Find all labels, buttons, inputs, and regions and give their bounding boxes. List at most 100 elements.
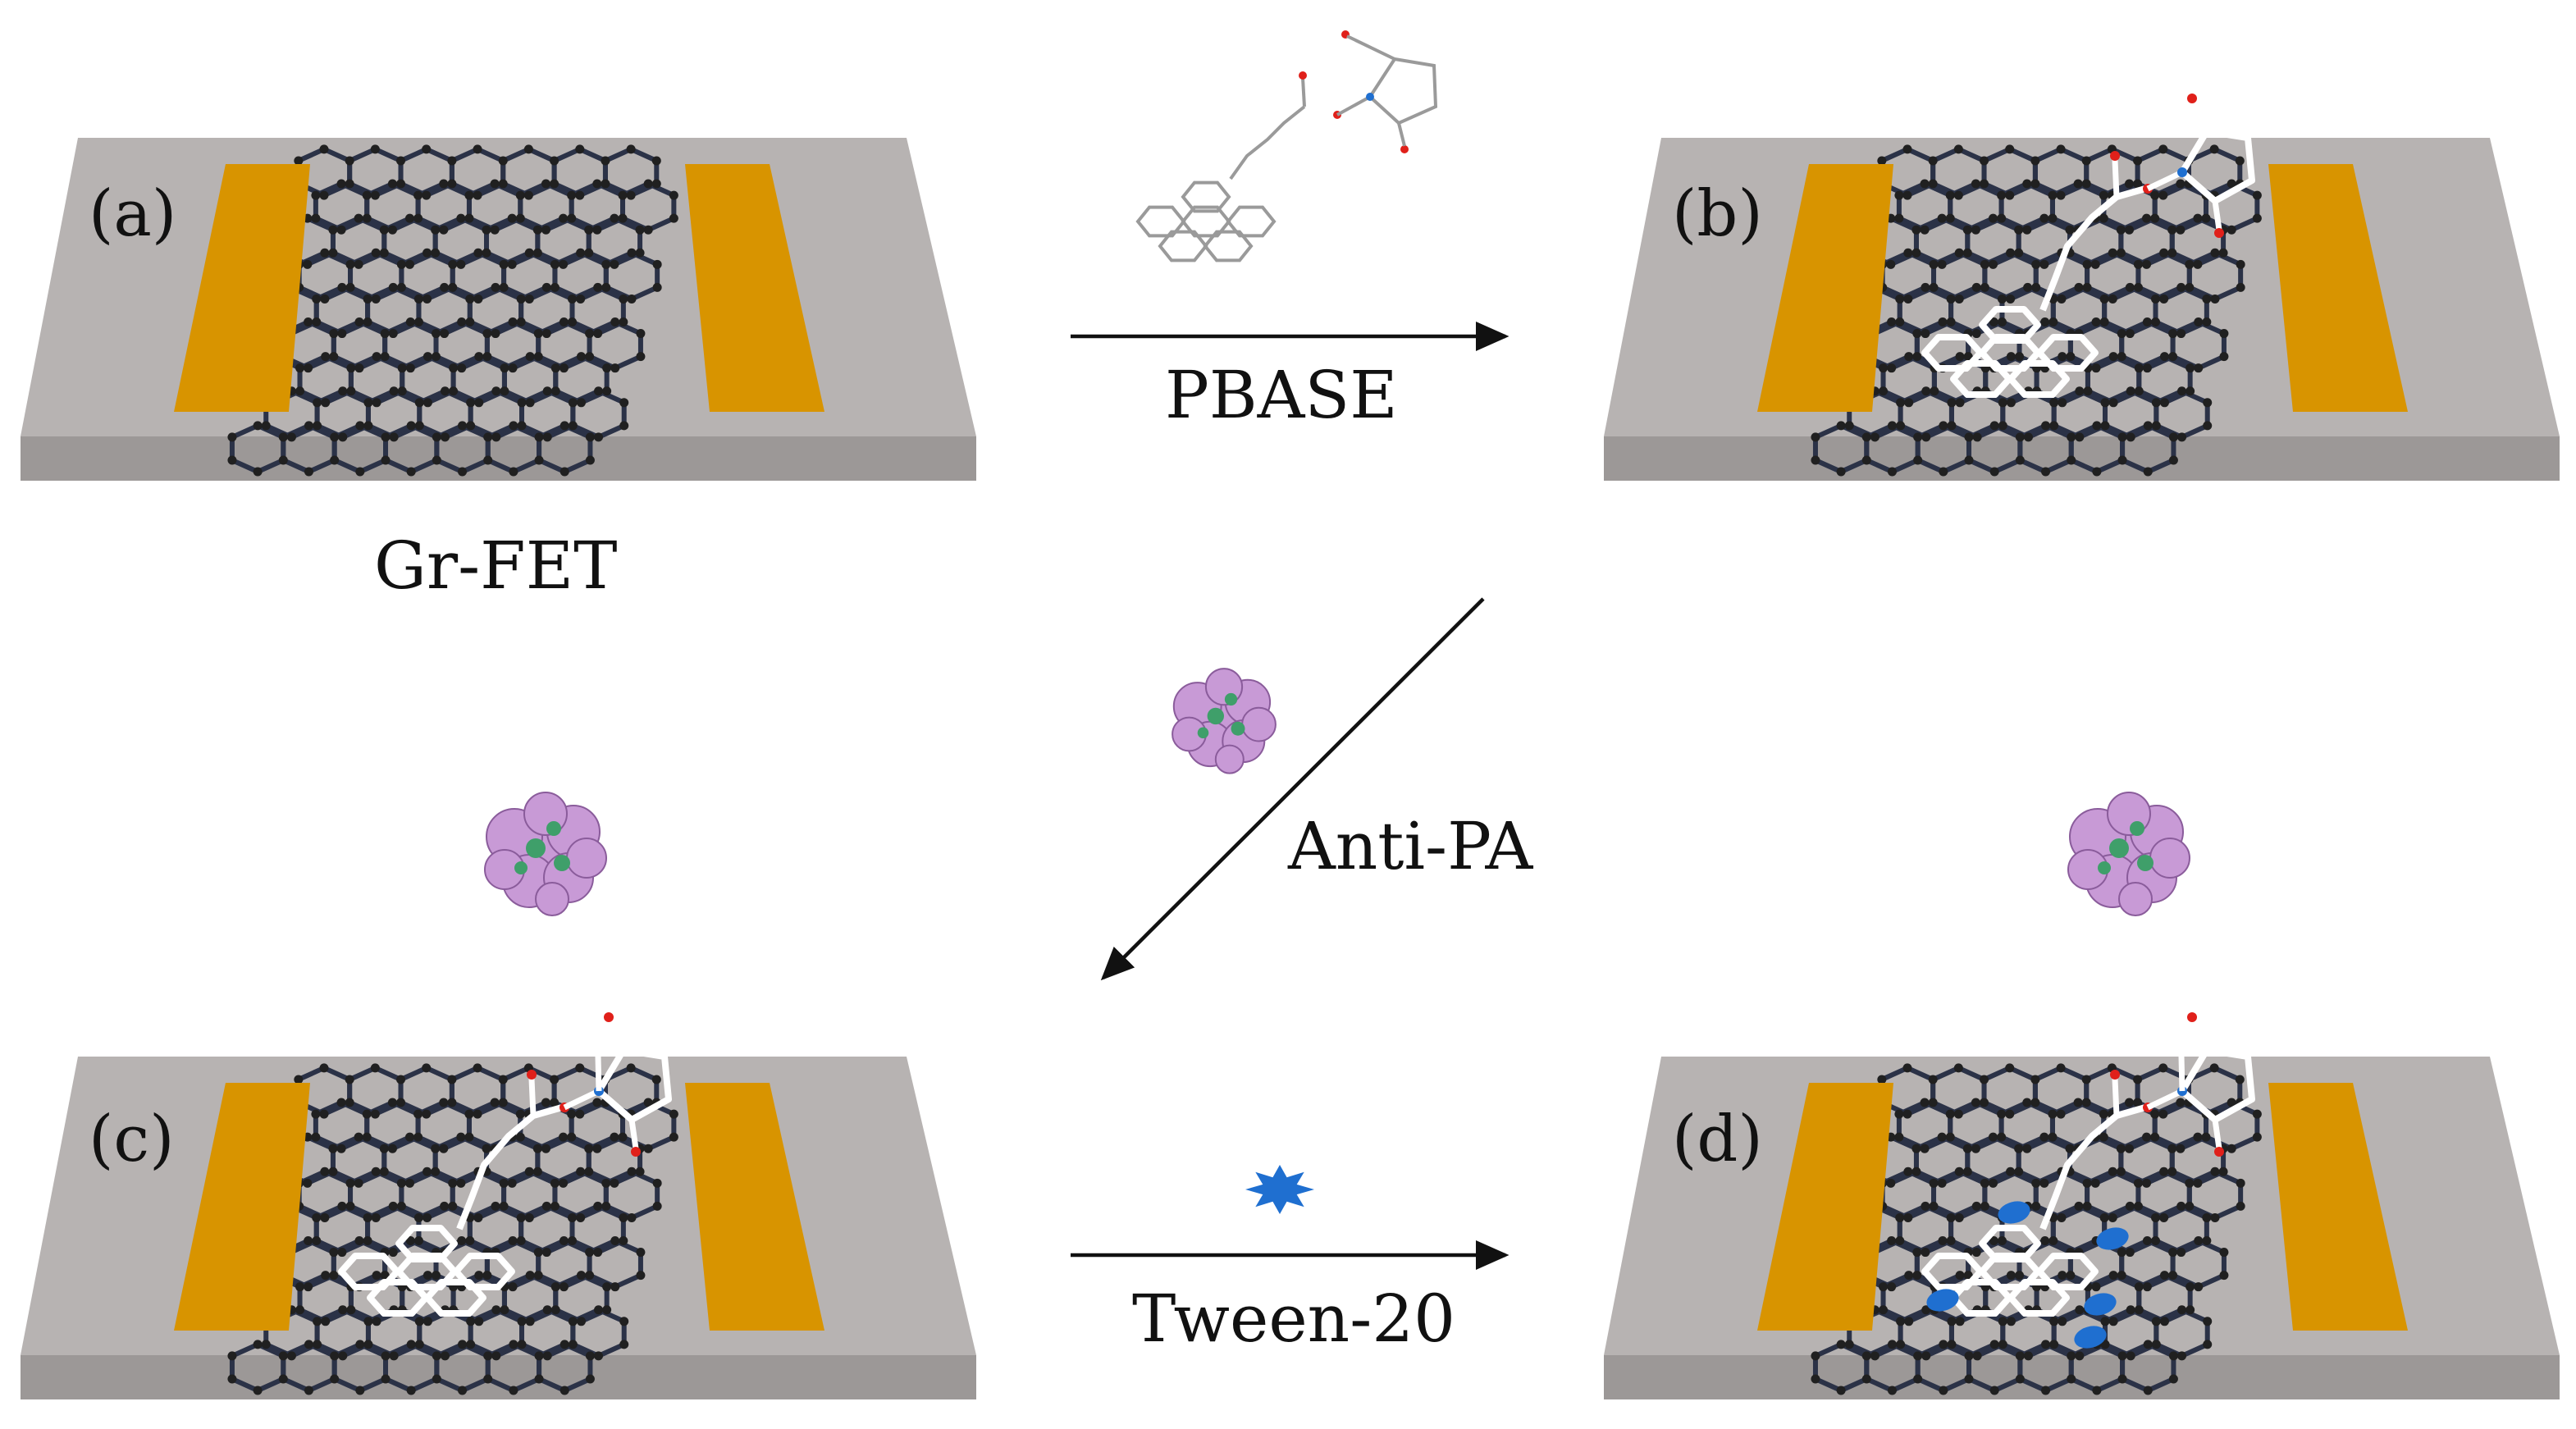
carbon-atom [524,1166,534,1176]
carbon-atom [1962,225,1972,235]
carbon-atom [2015,352,2025,362]
carbon-atom [2134,1282,2144,1292]
carbon-atom [2092,421,2102,431]
carbon-atom [515,190,525,200]
carbon-atom [635,1166,645,1176]
carbon-atom [2168,352,2178,362]
carbon-atom [593,329,603,339]
carbon-atom [2099,1109,2108,1119]
carbon-atom [2159,398,2169,408]
carbon-atom [2124,225,2134,235]
carbon-atom [457,317,467,327]
carbon-atom [431,225,441,235]
carbon-atom [498,179,508,189]
carbon-atom [396,1098,406,1107]
carbon-atom [448,282,458,292]
carbon-atom [585,1374,595,1384]
carbon-atom [346,386,356,396]
carbon-atom [1902,1063,1912,1073]
carbon-atom [1989,421,1999,431]
carbon-atom [1921,1351,1931,1361]
carbon-atom [627,1212,637,1222]
carbon-atom [278,1351,288,1361]
carbon-atom [363,1236,372,1246]
carbon-atom [1920,1144,1930,1153]
carbon-atom [2159,248,2169,258]
carbon-atom [1980,179,1989,189]
carbon-atom [2126,386,2135,396]
tween-blocker [2074,1326,2107,1349]
carbon-atom [524,1212,534,1222]
panel-label-a: (a) [89,177,177,251]
carbon-atom [1903,1166,1913,1176]
carbon-atom [404,213,414,223]
carbon-atom [1946,317,1956,327]
carbon-atom [509,421,518,431]
carbon-atom [2006,248,2016,258]
carbon-atom [1911,1144,1921,1153]
carbon-atom [363,1340,373,1349]
butanoic-chain [2039,185,2147,312]
carbon-atom [550,1305,560,1315]
carbon-atom [313,1340,322,1349]
carbon-atom [2126,1305,2135,1315]
carbon-atom [2124,1098,2134,1107]
carbon-atom [2056,1109,2066,1119]
carbon-atom [2168,329,2178,339]
carbon-atom [2218,248,2228,258]
carbon-atom [396,282,406,292]
carbon-atom [567,1109,577,1119]
carbon-atom [2236,282,2245,292]
carbon-atom [2176,179,2185,189]
carbon-atom [304,363,313,373]
carbon-atom [303,259,313,269]
oxygen-atom [2214,228,2224,238]
drain-electrode [2268,164,2408,412]
carbon-atom [651,179,661,189]
carbon-atom [541,1098,550,1107]
carbon-atom [311,1109,321,1119]
carbon-atom [2100,1317,2110,1326]
carbon-atom [525,398,535,408]
carbon-atom [627,1166,637,1176]
carbon-atom [1811,1351,1820,1361]
carbon-atom [593,282,603,292]
carbon-atom [1962,248,1972,258]
carbon-atom [464,1109,474,1119]
carbon-atom [593,1248,603,1258]
carbon-atom [406,1386,416,1395]
step-label-tween-20: Tween-20 [1132,1281,1456,1357]
carbon-atom [2143,1386,2153,1395]
carbon-atom [337,1201,347,1211]
carbon-atom [1964,1374,1974,1384]
carbon-atom [432,1351,441,1361]
carbon-atom [396,156,406,166]
carbon-atom [2015,455,2025,465]
carbon-atom [1879,386,1889,396]
carbon-atom [541,1201,551,1211]
carbon-atom [336,1098,346,1107]
carbon-atom [585,1248,595,1258]
carbon-atom [227,1351,237,1361]
carbon-atom [1912,1248,1922,1258]
carbon-atom [576,248,586,258]
carbon-atom [533,329,543,339]
carbon-atom [1921,432,1931,442]
carbon-atom [618,1132,628,1142]
carbon-atom [1928,1098,1938,1107]
carbon-atom [636,1248,646,1258]
carbon-atom [447,179,457,189]
carbon-atom [440,386,450,396]
carbon-atom [2177,1305,2187,1315]
carbon-atom [379,1144,389,1153]
substrate-side [21,1355,976,1399]
carbon-atom [500,363,509,373]
carbon-atom [1913,1374,1923,1384]
carbon-atom [1877,156,1887,166]
pbase-linker [1921,94,2255,399]
carbon-atom [2056,190,2066,200]
antibody [2067,792,2190,916]
carbon-atom [456,259,466,269]
carbon-atom [601,1201,611,1211]
carbon-atom [2202,317,2212,327]
